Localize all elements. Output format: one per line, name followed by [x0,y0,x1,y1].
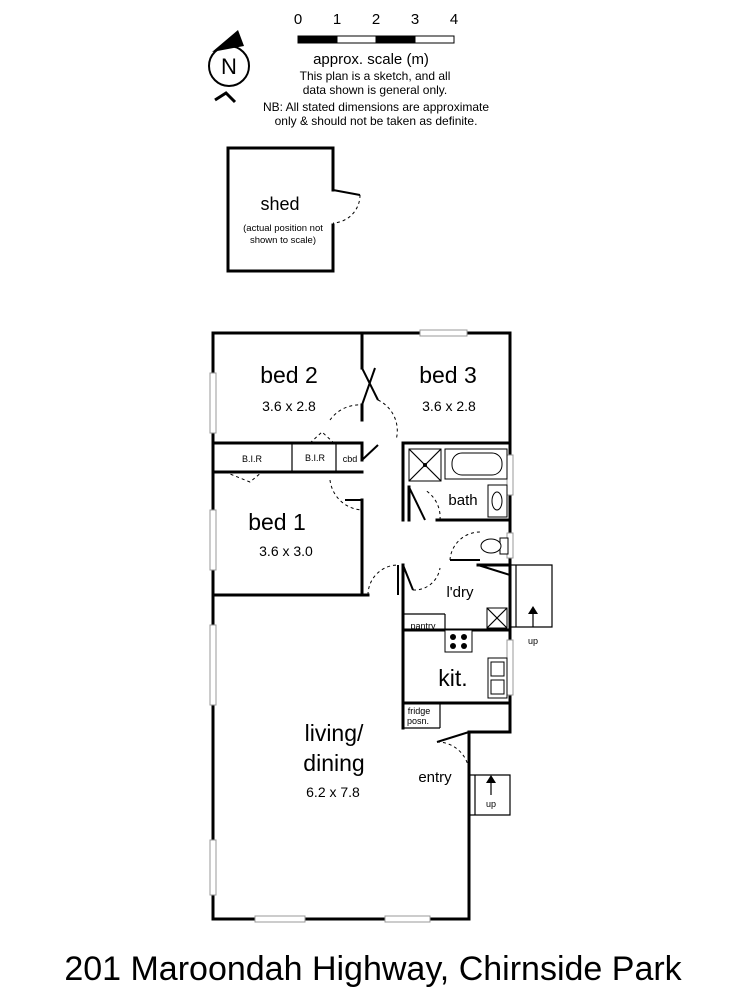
shed-note-1: (actual position not [243,223,323,234]
disclaimer: This plan is a sketch, and all data show… [263,69,489,128]
entry-steps [469,774,511,816]
living-label-1: living/ [305,720,364,746]
shed-note-2: shown to scale) [250,235,316,246]
scale-tick-4: 4 [450,11,458,28]
cooktop-icon [444,629,473,653]
shed-label: shed [260,194,299,214]
fridge-label-1: fridge [408,706,431,716]
laundry-label: l'dry [446,584,474,601]
toilet-icon [480,537,509,555]
bed1-dims: 3.6 x 3.0 [259,543,313,559]
scale-label: approx. scale (m) [313,51,429,68]
cbd-label: cbd [343,454,358,464]
disclaimer-line-1: This plan is a sketch, and all [300,69,451,83]
entry-label: entry [418,769,452,786]
fixtures [408,448,509,699]
bed2-label: bed 2 [260,362,318,388]
laundry-steps [510,564,553,628]
doors [224,367,511,771]
scale-tick-1: 1 [333,11,341,28]
scale-tick-3: 3 [411,11,419,28]
living-label-2: dining [303,750,364,776]
living-dims: 6.2 x 7.8 [306,784,360,800]
disclaimer-line-3: NB: All stated dimensions are approximat… [263,100,489,114]
laundry-up-label: up [528,636,538,646]
disclaimer-line-2: data shown is general only. [303,83,448,97]
scale-tick-2: 2 [372,11,380,28]
disclaimer-line-4: only & should not be taken as definite. [275,114,478,128]
entry-up-label: up [486,799,496,809]
bed3-label: bed 3 [419,362,477,388]
house-walls [211,331,512,921]
scale-bar: 0 1 2 3 4 approx. scale (m) [294,11,458,68]
bath-label: bath [448,492,477,509]
bed1-label: bed 1 [248,509,306,535]
fridge-label-2: posn. [407,716,429,726]
compass-letter: N [221,54,237,79]
kitchen-label: kit. [438,665,467,691]
bed3-dims: 3.6 x 2.8 [422,398,476,414]
scale-tick-0: 0 [294,11,302,28]
bed2-dims: 3.6 x 2.8 [262,398,316,414]
north-arrow-icon: N [208,30,250,104]
kitchen-sink-icon [487,657,508,699]
property-address: 201 Maroondah Highway, Chirnside Park [64,950,682,988]
shed: shed (actual position not shown to scale… [226,146,361,273]
bir-left-label: B.I.R [242,454,263,464]
pantry-label: pantry [410,621,436,631]
bir-right-label: B.I.R [305,453,326,463]
